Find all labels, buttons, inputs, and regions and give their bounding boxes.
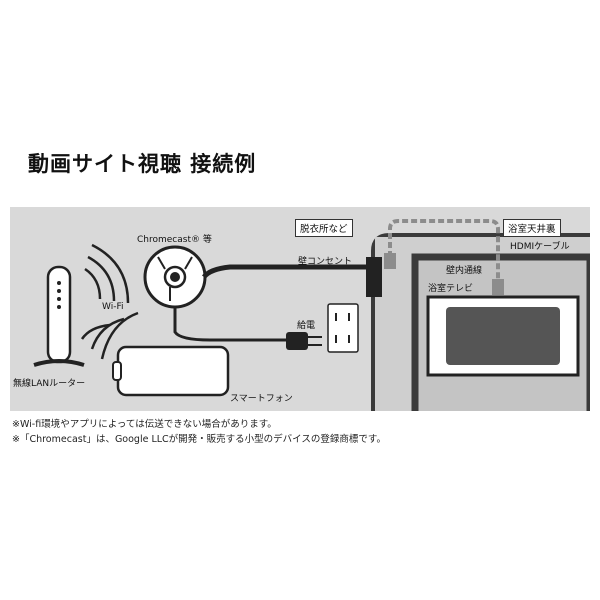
bath-tv-label: 浴室テレビ [428,284,474,294]
ceiling-label: 浴室天井裏 [503,219,561,237]
wifi-waves-icon [80,243,139,360]
smartphone-label: スマートフォン [230,394,293,404]
power-label: 給電 [297,321,316,331]
router-icon [33,265,85,367]
wall-socket-icon [327,303,359,353]
outlet-label: 壁コンセント [298,257,353,267]
note-wifi: ※Wi-fi環境やアプリによっては伝送できない場合があります。 [12,419,277,430]
chromecast-device-icon [143,245,207,309]
hdmi-label: HDMIケーブル [510,242,570,252]
power-cable [173,307,290,342]
wifi-label: Wi-Fi [102,302,124,312]
dressing-room-label: 脱衣所など [295,219,353,237]
router-label: 無線LANルーター [13,379,86,389]
note-trademark: ※「Chromecast」は、Google LLCが開発・販売する小型のデバイス… [12,434,386,445]
page-title: 動画サイト視聴 接続例 [28,152,257,176]
wall-wiring-label: 壁内通線 [446,266,483,276]
hdmi-cable [388,219,500,281]
bath-tv-icon [426,295,580,377]
chromecast-cable [202,264,375,279]
connection-diagram: Chromecast® 等 Wi-Fi 無線LANルーター スマートフォン 壁コ… [10,207,590,411]
chromecast-label: Chromecast® 等 [137,235,212,245]
smartphone-icon [112,345,230,397]
